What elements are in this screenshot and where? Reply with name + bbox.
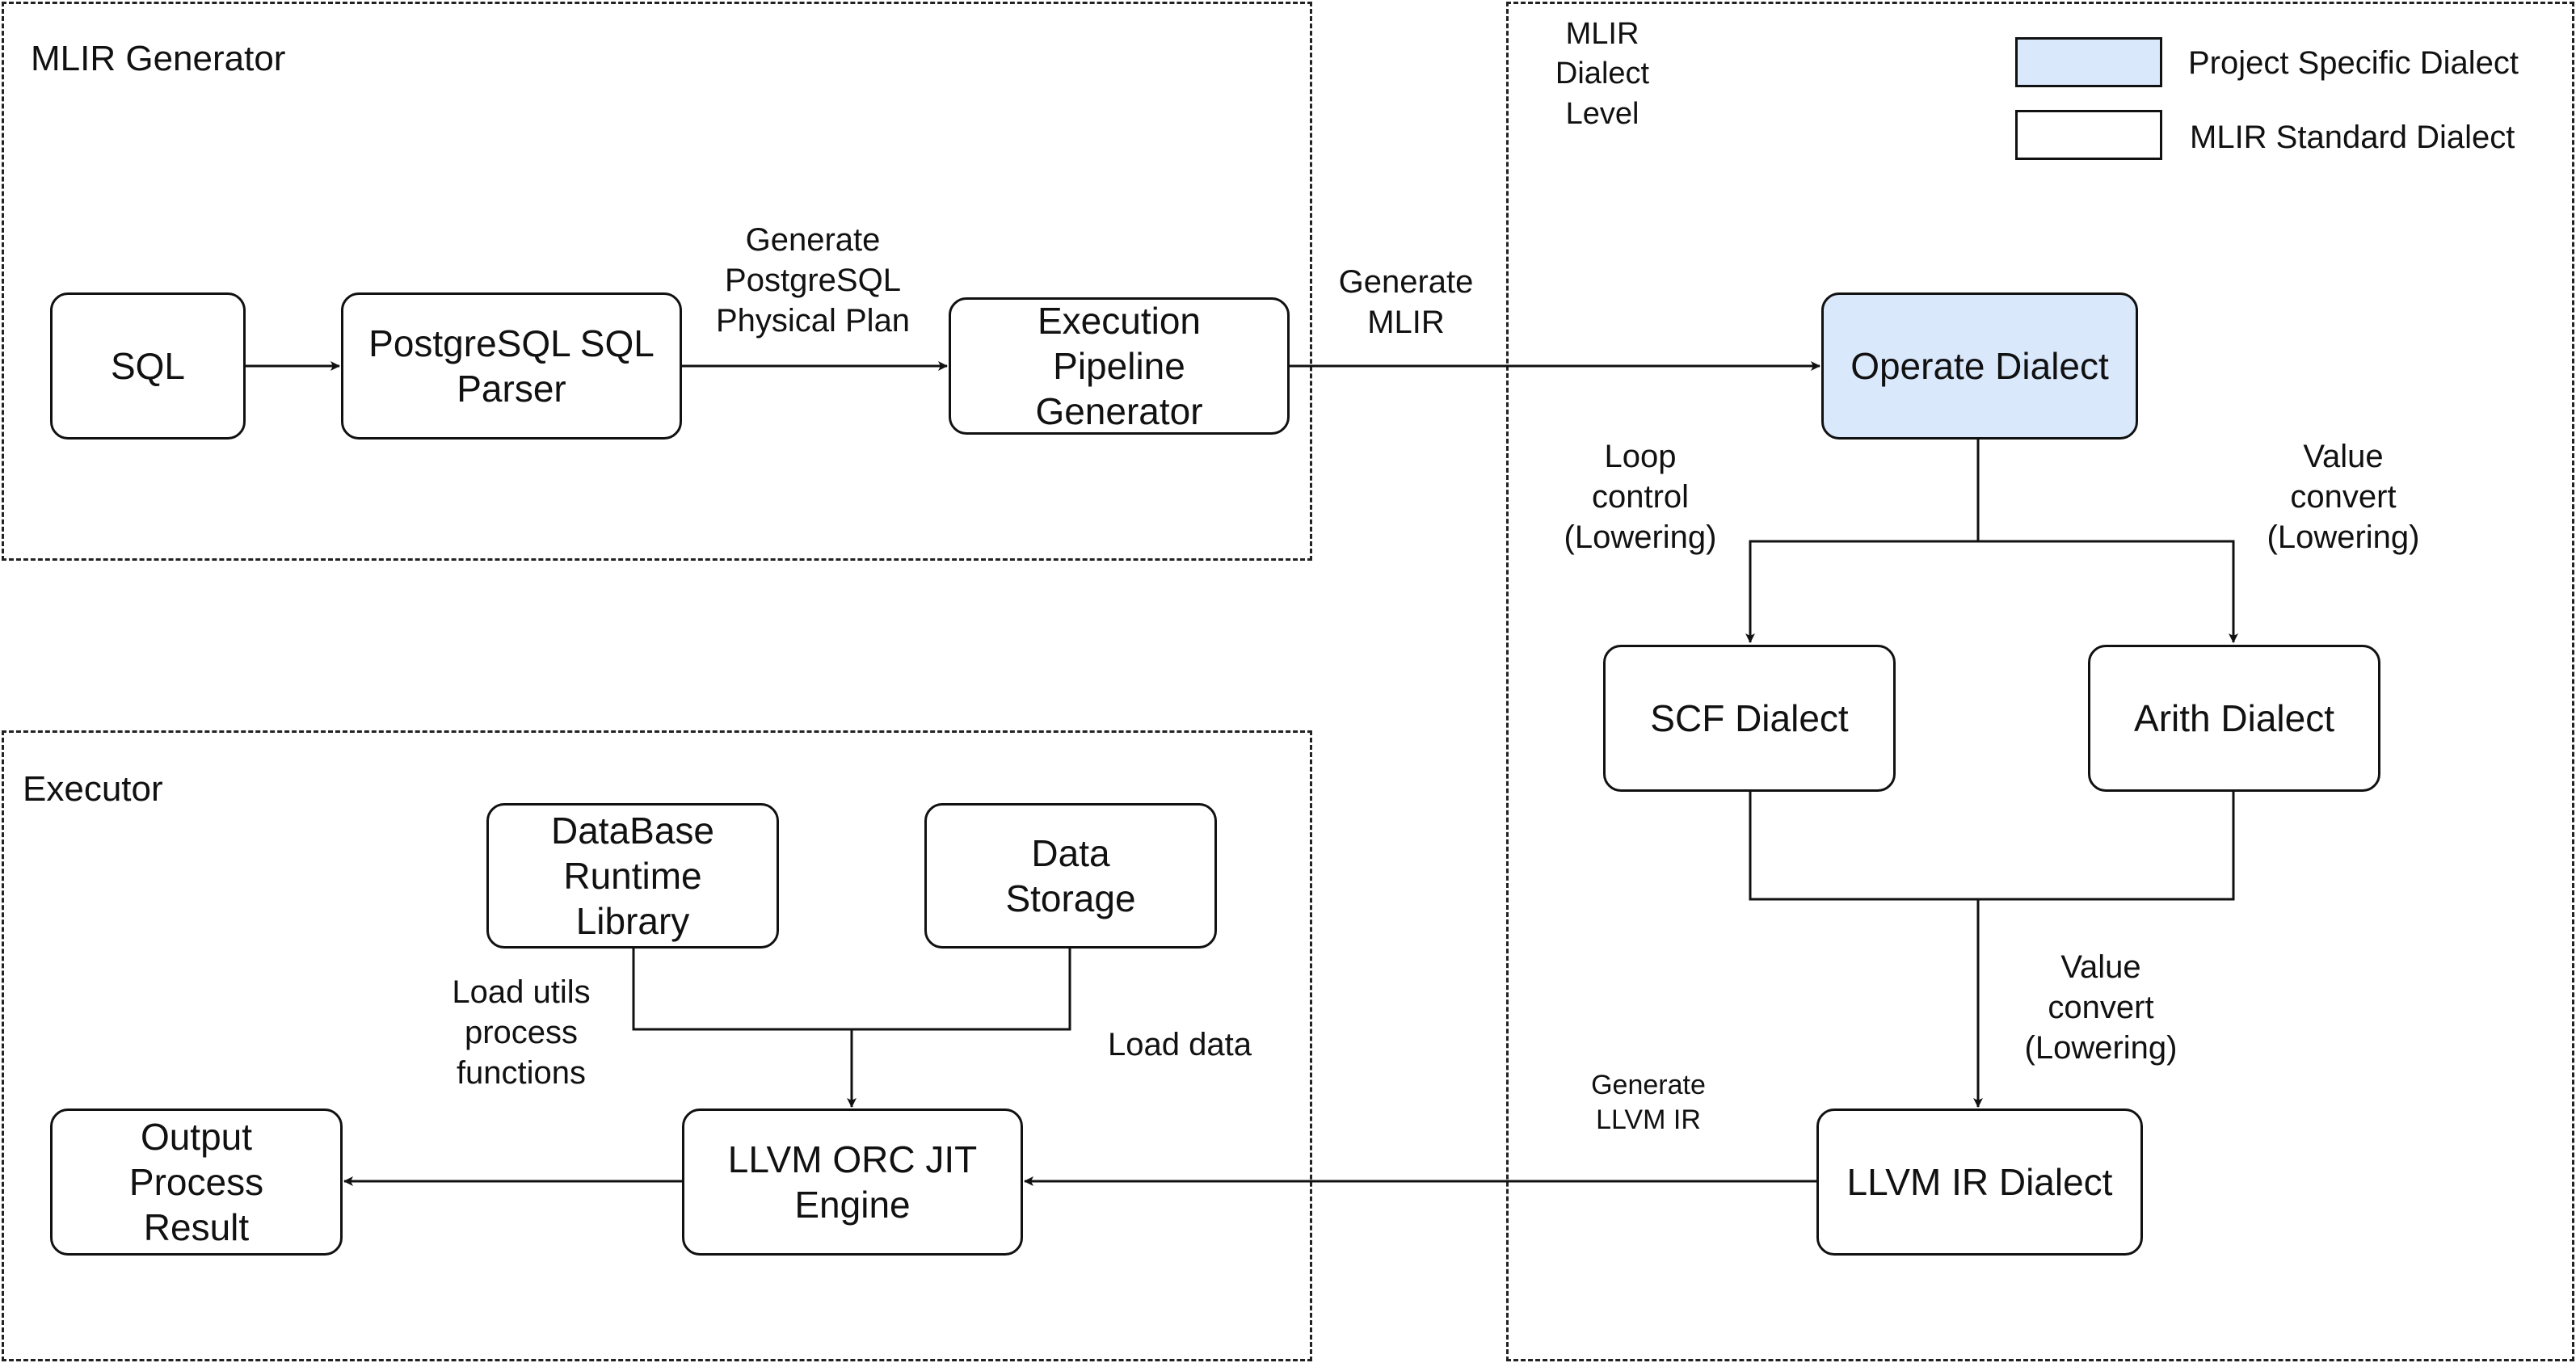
operate-dialect-node: Operate Dialect	[1821, 292, 2138, 440]
edge-label-loop-control: Loop control (Lowering)	[1564, 439, 1717, 555]
edge-runtime-storage-to-jit	[632, 949, 1071, 1031]
edge-scf-arith-to-llvm	[1749, 792, 2235, 901]
edge-label-value-convert-arith: Value convert (Lowering)	[2267, 439, 2420, 555]
legend-label-standard: MLIR Standard Dialect	[2190, 120, 2515, 155]
output-process-result-node: Output Process Result	[50, 1108, 343, 1256]
legend-swatch-project-specific	[2015, 37, 2162, 87]
execution-pipeline-generator-node: Execution Pipeline Generator	[949, 297, 1290, 435]
mlir-dialect-level-group	[1506, 2, 2574, 1361]
edge-label-load-utils: Load utils process functions	[452, 974, 591, 1091]
mlir-generator-group-label: MLIR Generator	[31, 39, 286, 78]
edge-label-generate-mlir: Generate MLIR	[1338, 264, 1474, 340]
executor-group-label: Executor	[23, 769, 163, 809]
edge-operate-to-scf	[1745, 440, 1980, 643]
executor-group	[2, 730, 1312, 1361]
data-storage-node: Data Storage	[924, 803, 1217, 949]
llvm-orc-jit-engine-node: LLVM ORC JIT Engine	[682, 1108, 1023, 1256]
legend-swatch-standard	[2015, 110, 2162, 160]
llvm-ir-dialect-node: LLVM IR Dialect	[1816, 1108, 2143, 1256]
mlir-generator-group	[2, 2, 1312, 561]
arith-dialect-node: Arith Dialect	[2088, 645, 2380, 792]
mlir-dialect-level-label: MLIR Dialect Level	[1555, 17, 1650, 131]
edge-label-generate-llvm-ir: Generate LLVM IR	[1591, 1070, 1706, 1135]
database-runtime-library-node: DataBase Runtime Library	[486, 803, 779, 949]
edge-label-load-data: Load data	[1108, 1027, 1252, 1062]
edge-label-generate-physical-plan: Generate PostgreSQL Physical Plan	[715, 222, 911, 339]
sql-node: SQL	[50, 292, 246, 440]
edge-operate-to-arith	[1978, 540, 2235, 642]
edge-label-value-convert-llvm: Value convert (Lowering)	[2024, 949, 2178, 1066]
scf-dialect-node: SCF Dialect	[1603, 645, 1896, 792]
legend-label-project-specific: Project Specific Dialect	[2188, 45, 2519, 81]
postgresql-parser-node: PostgreSQL SQL Parser	[341, 292, 682, 440]
